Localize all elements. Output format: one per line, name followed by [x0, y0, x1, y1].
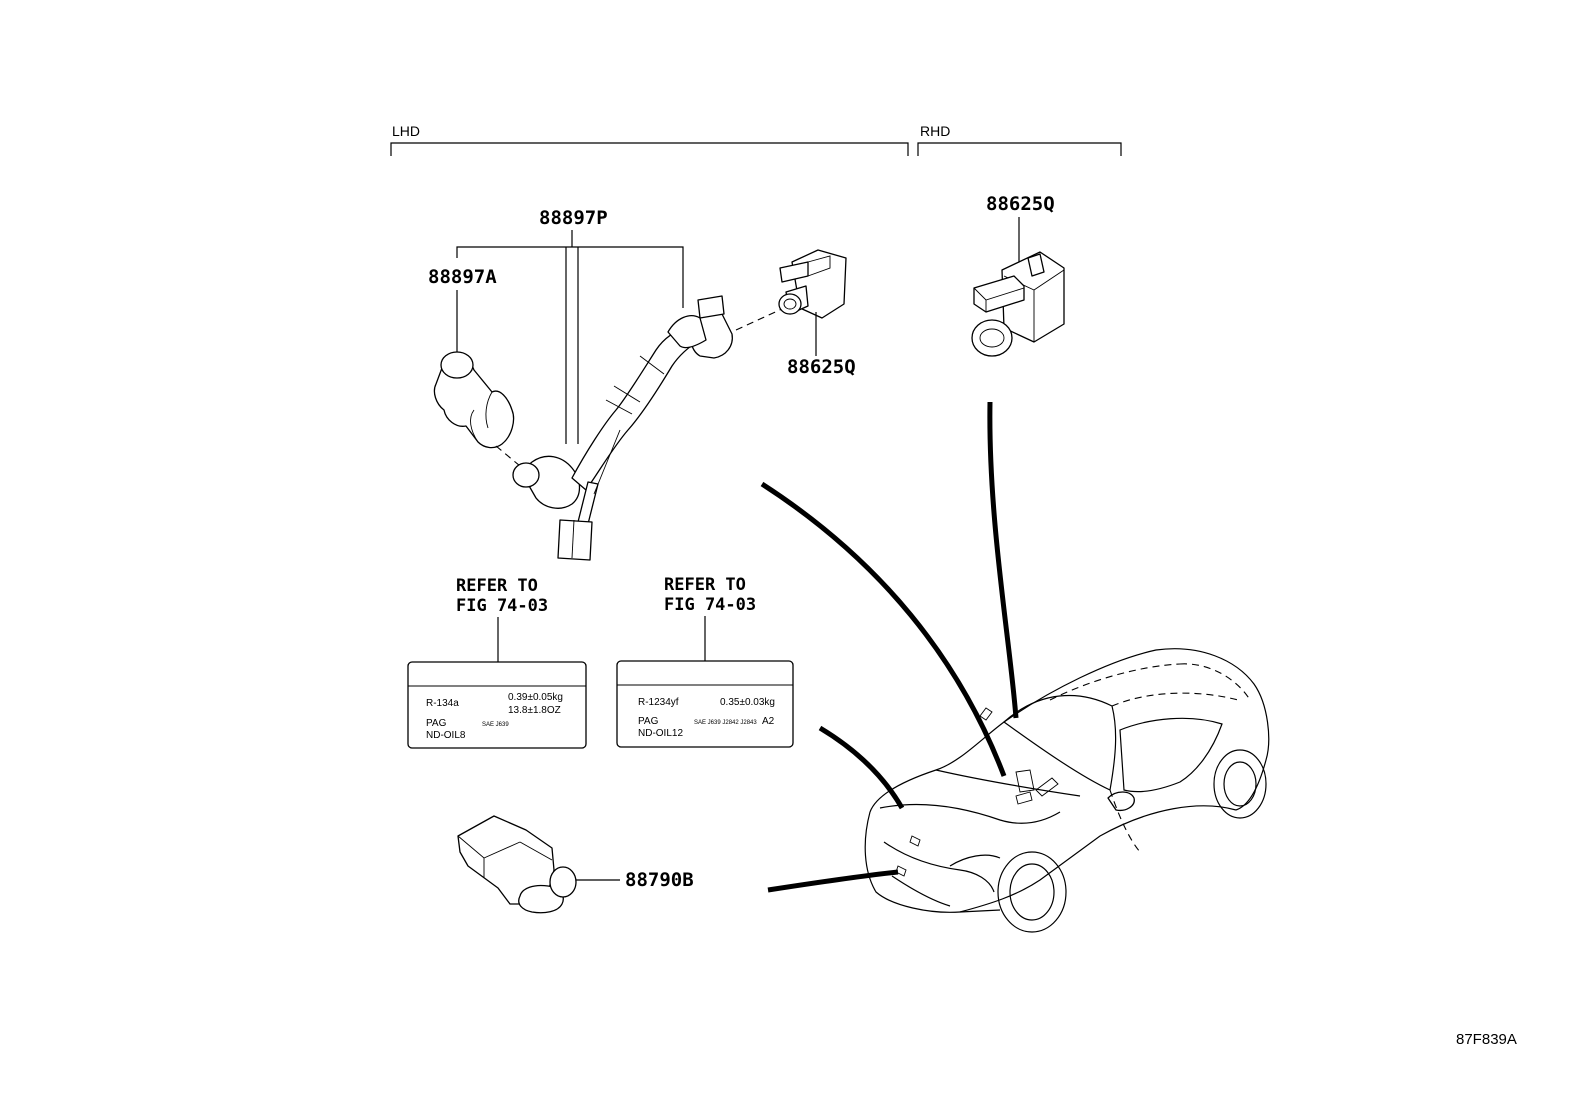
refrigerant-label-1: REFER TO FIG 74-03 R-134a 0.39±0.05kg 13…: [407, 576, 587, 749]
refrigerant-type-2: R-1234yf: [638, 697, 679, 708]
part-number-connector-lhd[interactable]: 88625Q: [787, 356, 856, 378]
part-number-ambient-sensor[interactable]: 88790B: [625, 869, 694, 891]
lhd-heading: LHD: [392, 123, 420, 139]
pointer-ambient-upper: [818, 725, 905, 810]
harness-illustration: [512, 295, 785, 561]
oil-type-1: PAG: [426, 718, 447, 729]
pressure-sensor-illustration: [433, 351, 521, 467]
refrigerant-label-2: REFER TO FIG 74-03 R-1234yf 0.35±0.03kg …: [616, 575, 794, 748]
car-illustration: [760, 401, 1270, 933]
label-note-2: SAE J639 J2842 J2843: [694, 720, 757, 726]
lhd-bracket: LHD: [390, 123, 909, 156]
harness-leader-lines: [456, 230, 684, 444]
rhd-bracket: RHD: [917, 123, 1122, 156]
figure-code: 87F839A: [1456, 1031, 1517, 1048]
refer-text-1b: FIG 74-03: [456, 596, 548, 616]
part-number-sensor-lhd[interactable]: 88897A: [428, 266, 497, 288]
connector-lhd-illustration: [778, 249, 847, 319]
refer-text-1a: REFER TO: [456, 576, 538, 596]
label-note-suffix-2: A2: [762, 716, 775, 727]
pointer-rhd: [987, 401, 1019, 719]
oil-name-2: ND-OIL12: [638, 728, 683, 739]
refer-text-2b: FIG 74-03: [664, 595, 756, 615]
oil-type-2: PAG: [638, 716, 659, 727]
pointer-ambient-lower: [767, 869, 899, 893]
part-number-connector-rhd[interactable]: 88625Q: [986, 193, 1055, 215]
pointer-lhd: [760, 481, 1007, 777]
oil-name-1: ND-OIL8: [426, 730, 466, 741]
refer-text-2a: REFER TO: [664, 575, 746, 595]
rhd-heading: RHD: [920, 123, 950, 139]
connector-rhd-illustration: [971, 251, 1065, 357]
refrigerant-type-1: R-134a: [426, 698, 459, 709]
label-note-1: SAE J639: [482, 722, 509, 728]
refrigerant-amount-kg-2: 0.35±0.03kg: [720, 697, 775, 708]
part-number-harness[interactable]: 88897P: [539, 207, 608, 229]
refrigerant-amount-oz-1: 13.8±1.8OZ: [508, 705, 561, 716]
ambient-sensor-illustration: [457, 815, 577, 914]
refrigerant-amount-kg-1: 0.39±0.05kg: [508, 692, 563, 703]
